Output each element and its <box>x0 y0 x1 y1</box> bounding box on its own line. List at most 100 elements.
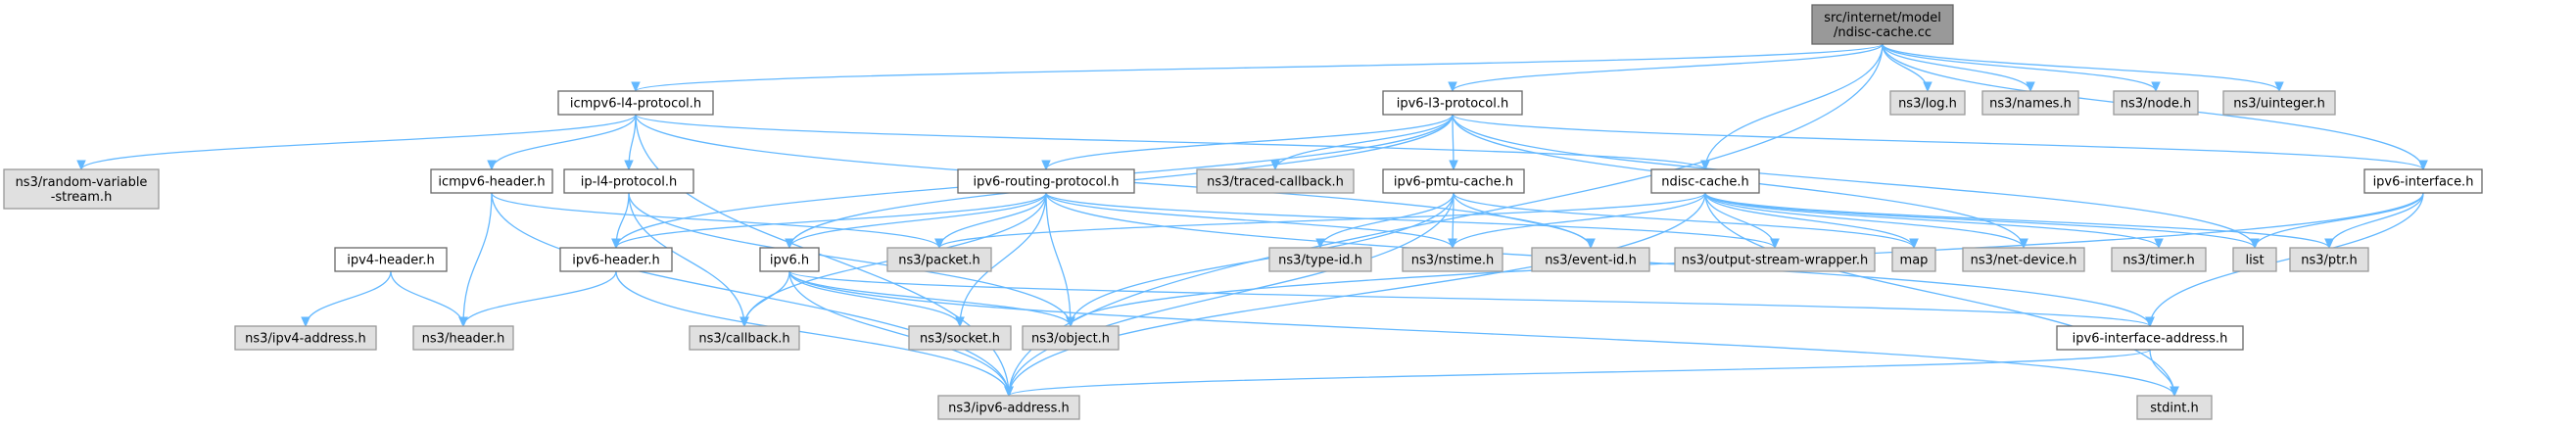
edge-root-to-icmpv6_l4 <box>631 43 1884 93</box>
node-label: ns3/object.h <box>1031 332 1110 347</box>
node-ipv6-iface[interactable]: ipv6-interface.h <box>2363 168 2483 194</box>
node-socket: ns3/socket.h <box>908 325 1012 351</box>
edge-ipv6_hdr-to-header <box>458 270 617 328</box>
edge-ndisc-to-net_device <box>1704 192 2028 250</box>
edge-layer <box>76 43 2428 398</box>
edge-ipv6-to-socket <box>788 270 965 328</box>
node-label: ipv6-routing-protocol.h <box>973 175 1119 190</box>
node-label: ip-l4-protocol.h <box>581 175 678 190</box>
node-ipv6[interactable]: ipv6.h <box>759 247 820 272</box>
node-ndisc[interactable]: ndisc-cache.h <box>1650 168 1760 194</box>
edge-ndisc-to-nstime <box>1448 192 1706 250</box>
node-label: ns3/socket.h <box>920 332 1000 347</box>
node-traced-cb: ns3/traced-callback.h <box>1196 168 1355 194</box>
node-label: map <box>1900 254 1929 268</box>
node-label: ipv6-interface.h <box>2373 175 2474 190</box>
edge-ndisc-to-ptr <box>1704 192 2334 250</box>
node-label: /ndisc-cache.cc <box>1834 25 1932 40</box>
node-label: ipv4-header.h <box>347 254 435 268</box>
edge-ipv6_iface-to-ptr <box>2324 192 2424 250</box>
node-packet: ns3/packet.h <box>886 247 992 272</box>
node-ipv6-l3[interactable]: ipv6-l3-protocol.h <box>1382 90 1523 116</box>
edge-ipv6_l3-to-list <box>1452 114 2260 250</box>
edge-ipv6-to-object <box>788 270 1075 328</box>
edge-ipv6_iface_addr-to-ipv6_addr <box>1004 349 2151 398</box>
edge-pmtu-to-event_id <box>1453 192 1596 250</box>
node-label: ns3/callback.h <box>698 332 789 347</box>
node-ip-l4[interactable]: ip-l4-protocol.h <box>563 168 694 194</box>
edge-ipv6_l3-to-ipv6_iface <box>1452 114 2428 171</box>
node-nstime: ns3/nstime.h <box>1402 247 1503 272</box>
edge-pmtu-to-type_id <box>1315 192 1455 250</box>
node-ptr: ns3/ptr.h <box>2289 247 2369 272</box>
node-random-var: ns3/random-variable-stream.h <box>3 168 160 210</box>
edge-ipv6-to-callback <box>739 270 790 328</box>
edge-ipv6_routing-to-osw <box>1045 192 1780 250</box>
node-label: ns3/type-id.h <box>1278 254 1362 268</box>
edge-ipv6_routing-to-ipv6_hdr <box>611 192 1047 250</box>
edge-root-to-node <box>1882 43 2161 93</box>
node-label: ndisc-cache.h <box>1661 175 1749 190</box>
node-ipv6-addr: ns3/ipv6-address.h <box>937 395 1080 420</box>
node-label: ns3/timer.h <box>2123 254 2195 268</box>
node-osw: ns3/output-stream-wrapper.h <box>1674 247 1876 272</box>
node-ipv4-hdr[interactable]: ipv4-header.h <box>334 247 448 272</box>
node-label: ipv6-interface-address.h <box>2073 332 2228 347</box>
node-icmpv6-l4[interactable]: icmpv6-l4-protocol.h <box>557 90 714 116</box>
edge-icmpv6_l4-to-icmpv6_hdr <box>487 114 637 171</box>
edge-root-to-log <box>1882 43 1932 93</box>
node-log: ns3/log.h <box>1889 90 1966 116</box>
node-label: ns3/uinteger.h <box>2233 97 2325 112</box>
edge-ndisc-to-packet <box>934 192 1706 250</box>
node-object: ns3/object.h <box>1022 325 1120 351</box>
node-label: icmpv6-header.h <box>438 175 545 190</box>
node-label: ns3/ptr.h <box>2301 254 2358 268</box>
edge-ipv6_l3-to-pmtu <box>1449 114 1458 171</box>
node-type-id: ns3/type-id.h <box>1268 247 1372 272</box>
node-label: ns3/ipv6-address.h <box>948 402 1070 416</box>
node-uinteger: ns3/uinteger.h <box>2222 90 2336 116</box>
edge-pmtu-to-object <box>1066 192 1455 328</box>
node-label: ns3/header.h <box>422 332 505 347</box>
node-root[interactable]: src/internet/model/ndisc-cache.cc <box>1811 4 1954 45</box>
node-label: ns3/node.h <box>2121 97 2191 112</box>
node-stdint: stdint.h <box>2136 395 2213 420</box>
edge-root-to-ndisc <box>1700 43 1884 171</box>
edge-ipv6_routing-to-ipv6 <box>785 192 1047 250</box>
edge-root-to-ipv6_l3 <box>1448 43 1884 93</box>
edge-ipv4_hdr-to-ipv4_addr <box>301 270 392 328</box>
node-net-device: ns3/net-device.h <box>1962 247 2085 272</box>
edge-ipv6_iface_addr-to-stdint <box>2149 349 2179 398</box>
node-label: ipv6-pmtu-cache.h <box>1394 175 1513 190</box>
node-label: -stream.h <box>51 190 113 205</box>
node-label: ns3/nstime.h <box>1411 254 1494 268</box>
edge-ip_l4-to-object <box>628 192 1075 328</box>
node-icmpv6-hdr[interactable]: icmpv6-header.h <box>430 168 553 194</box>
node-ipv6-routing[interactable]: ipv6-routing-protocol.h <box>957 168 1135 194</box>
edge-ipv6_l3-to-ipv6_routing <box>1041 114 1454 171</box>
node-label: ns3/ipv4-address.h <box>245 332 366 347</box>
node-ipv6-hdr[interactable]: ipv6-header.h <box>559 247 673 272</box>
edge-icmpv6_l4-to-random_var <box>76 114 637 171</box>
edge-ipv6_routing-to-object <box>1045 192 1075 328</box>
edge-icmpv6_l4-to-ndisc <box>635 114 1710 171</box>
node-pmtu[interactable]: ipv6-pmtu-cache.h <box>1382 168 1525 194</box>
edge-ndisc-to-osw <box>1704 192 1780 250</box>
node-ipv4-addr: ns3/ipv4-address.h <box>234 325 377 351</box>
edge-ndisc-to-list <box>1704 192 2260 250</box>
node-label: ipv6.h <box>770 254 809 268</box>
edge-ndisc-to-stdint <box>1704 192 2179 398</box>
edge-ipv6-to-ipv6_iface_addr <box>788 270 2155 328</box>
edge-ipv4_hdr-to-header <box>390 270 468 328</box>
node-header: ns3/header.h <box>412 325 514 351</box>
node-names: ns3/names.h <box>1981 90 2079 116</box>
node-label: ns3/log.h <box>1898 97 1957 112</box>
edge-ipv6_iface-to-list <box>2250 192 2424 250</box>
node-list: list <box>2232 247 2277 272</box>
node-ipv6-iface-addr[interactable]: ipv6-interface-address.h <box>2056 325 2244 351</box>
node-label: ns3/traced-callback.h <box>1207 175 1344 190</box>
node-layer: src/internet/model/ndisc-cache.cc icmpv6-… <box>3 4 2483 420</box>
node-label: ns3/random-variable <box>16 175 148 190</box>
node-label: stdint.h <box>2150 402 2198 416</box>
node-label: ns3/packet.h <box>898 254 980 268</box>
